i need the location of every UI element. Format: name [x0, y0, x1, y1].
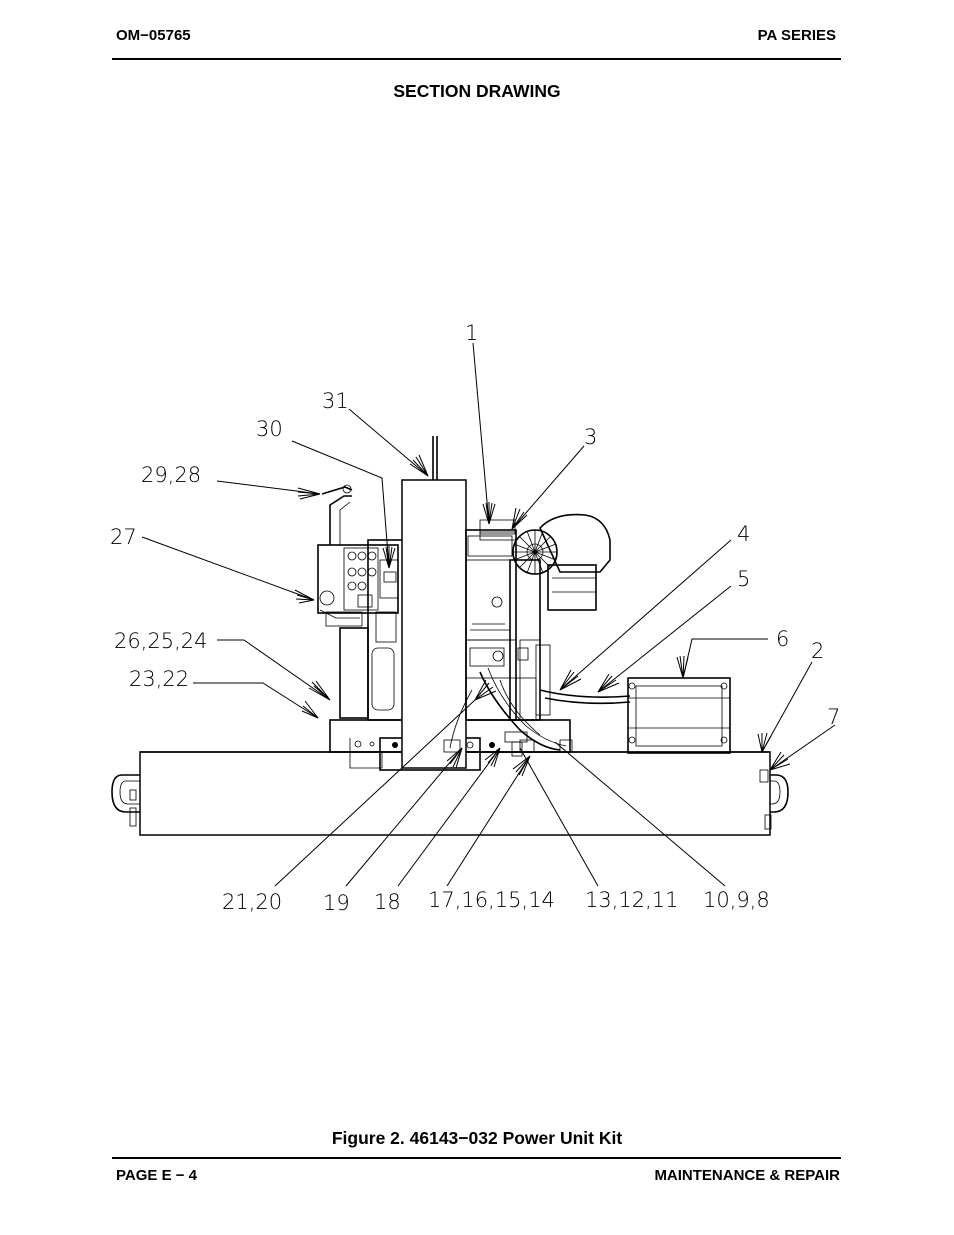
callout-19: 19 — [323, 891, 350, 915]
control-panel — [317, 484, 399, 719]
air-cleaner-fan — [512, 513, 611, 611]
document-number: OM−05765 — [116, 27, 191, 44]
wiring-harness — [443, 667, 573, 753]
footer-rule — [112, 1157, 841, 1159]
section-name: MAINTENANCE & REPAIR — [654, 1167, 840, 1184]
callout-23-22: 23,22 — [129, 667, 189, 691]
callout-21-20: 21,20 — [222, 890, 282, 914]
series-label: PA SERIES — [757, 27, 836, 44]
figure-caption: Figure 2. 46143−032 Power Unit Kit — [331, 1128, 623, 1148]
callout-18: 18 — [374, 890, 401, 914]
callout-5: 5 — [737, 567, 750, 591]
callout-17-16-15-14: 17,16,15,14 — [428, 888, 555, 912]
callout-4: 4 — [737, 522, 750, 546]
callout-26-25-24: 26,25,24 — [114, 629, 208, 653]
callout-6: 6 — [776, 627, 789, 651]
callout-27: 27 — [110, 525, 137, 549]
callout-30: 30 — [256, 417, 283, 441]
page-number: PAGE E − 4 — [116, 1167, 198, 1184]
page-title: SECTION DRAWING — [393, 81, 561, 101]
engine-block — [465, 519, 551, 721]
header-rule — [112, 58, 841, 60]
battery-box — [539, 677, 731, 754]
callout-10-9-8: 10,9,8 — [703, 888, 770, 912]
callout-2: 2 — [811, 639, 824, 663]
callout-29-28: 29,28 — [141, 463, 201, 487]
arrowheads — [294, 454, 791, 777]
leader-lines — [141, 342, 836, 887]
callout-7: 7 — [827, 705, 840, 729]
center-panel — [401, 436, 467, 769]
callout-31: 31 — [322, 389, 349, 413]
callout-13-12-11: 13,12,11 — [585, 888, 679, 912]
callout-1: 1 — [465, 321, 478, 345]
callout-labels: 1 31 30 3 29,28 27 4 5 26,25,24 6 2 23,2… — [110, 321, 840, 915]
callout-3: 3 — [584, 425, 597, 449]
